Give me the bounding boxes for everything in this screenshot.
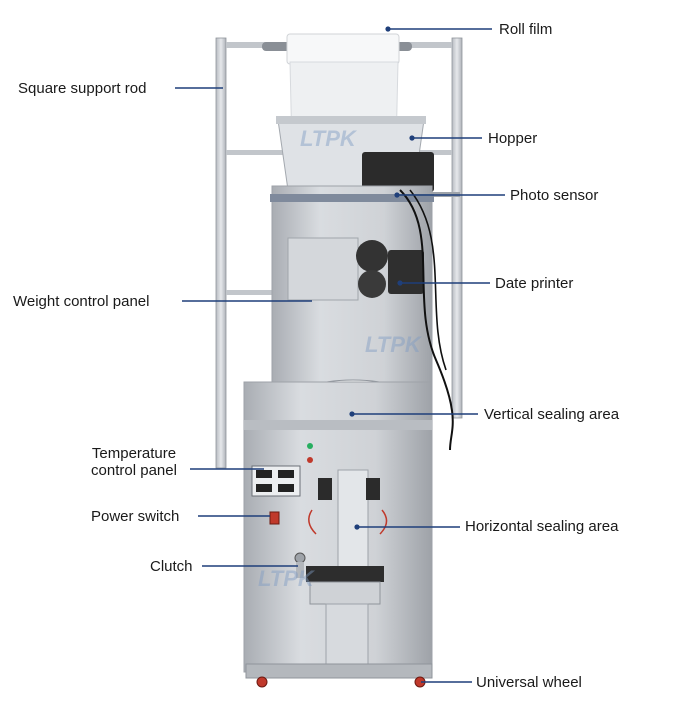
temp-display-4 [278, 484, 294, 492]
watermark-2: LTPK [365, 332, 423, 357]
hopper-rim [276, 116, 426, 124]
date-printer-wheel-2 [358, 270, 386, 298]
date-printer-body [388, 250, 424, 294]
date-printer-wheel-1 [356, 240, 388, 272]
horizontal-jaw [306, 566, 384, 582]
label-clutch: Clutch [150, 558, 193, 575]
clutch-handle [296, 562, 304, 578]
label-temperature-line1: Temperature [91, 445, 177, 462]
temp-display-1 [256, 470, 272, 478]
label-date-printer: Date printer [495, 275, 574, 292]
label-temperature-control-panel: Temperature control panel [78, 445, 190, 479]
label-horizontal-sealing-area: Horizontal sealing area [465, 518, 619, 535]
indicator-red [307, 457, 313, 463]
label-roll-film: Roll film [499, 21, 553, 38]
leader-lines [175, 28, 505, 683]
universal-wheel-left [256, 676, 268, 688]
heater-wire-right [379, 509, 388, 535]
power-switch [269, 511, 280, 525]
support-rod-right [451, 37, 463, 419]
weight-mechanism [287, 237, 359, 301]
support-rod-left [215, 37, 227, 469]
watermark-1: LTPK [300, 126, 358, 151]
indicator-green [307, 443, 313, 449]
label-square-support-rod: Square support rod [18, 80, 147, 97]
machine-base [245, 663, 433, 679]
label-temperature-line2: control panel [91, 462, 177, 479]
cable-2 [409, 189, 447, 371]
discharge-chute [325, 603, 369, 667]
temp-display-2 [278, 470, 294, 478]
dot-roll-film [385, 26, 391, 32]
dot-hopper [409, 135, 415, 141]
leader-dots [349, 26, 415, 530]
dot-horizontal-sealing [354, 524, 360, 530]
upper-body-band [270, 194, 434, 202]
label-vertical-sealing-area: Vertical sealing area [484, 406, 620, 423]
heater-wire-left [308, 509, 317, 535]
watermark-3: LTPK [258, 566, 316, 591]
cross-bar-low [226, 290, 276, 295]
roll-film-roll [286, 33, 400, 65]
vertical-tube [337, 469, 369, 571]
horizontal-jaw-frame [309, 581, 381, 605]
label-universal-wheel: Universal wheel [476, 674, 582, 691]
cable-1 [399, 189, 454, 451]
label-power-switch: Power switch [91, 508, 180, 525]
vertical-sealer-right [366, 478, 380, 500]
vertical-sealer-left [318, 478, 332, 500]
photo-sensor-unit [362, 152, 434, 192]
temp-display-3 [256, 484, 272, 492]
dot-date-printer [397, 280, 403, 286]
dot-vertical-sealing [349, 411, 355, 417]
label-photo-sensor: Photo sensor [510, 187, 599, 204]
label-hopper: Hopper [488, 130, 538, 147]
dot-photo-sensor [394, 192, 400, 198]
lower-cabinet-top [244, 420, 432, 430]
label-weight-control-panel: Weight control panel [13, 293, 150, 310]
clutch-knob [294, 552, 306, 564]
